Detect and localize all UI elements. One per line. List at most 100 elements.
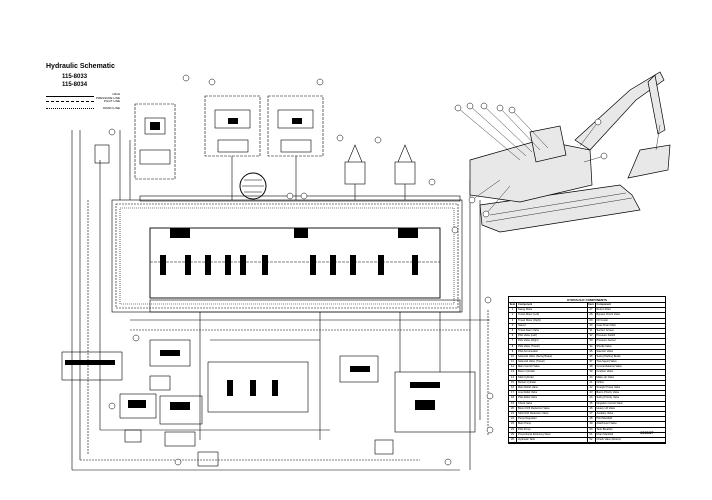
item-number: 13 <box>509 370 517 375</box>
component-name: Hydraulic Tank <box>518 437 535 441</box>
item-number: 17 <box>509 391 517 396</box>
legend-solid-line <box>46 95 94 97</box>
item-number: 25 <box>509 432 517 437</box>
component-name: Auxiliary Valve <box>596 411 614 415</box>
component-name: Pilot Valve (Travel) <box>518 344 540 348</box>
item-number: 31 <box>588 328 596 334</box>
component-name: Line Relief Valve <box>518 391 538 395</box>
component-name: Straight Travel Valve <box>596 386 621 389</box>
legend-dashed-line <box>46 100 94 102</box>
component-name: Negative Control Valve <box>596 401 623 405</box>
item-number: 39 <box>588 370 596 375</box>
component-name: Swing Motor <box>518 308 533 312</box>
item-number: 6 <box>509 334 517 339</box>
component-name: Make-Up Valve <box>596 375 615 379</box>
cab <box>529 125 567 163</box>
pump-group <box>207 361 309 413</box>
item-number: 10 <box>509 354 517 360</box>
component-name: Drain Manifold <box>596 432 614 436</box>
drain-manifold-loop <box>119 207 455 305</box>
component-name: Boom Cylinder <box>518 370 536 374</box>
component-name: Swivel <box>518 323 526 327</box>
schematic-title: Hydraulic Schematic <box>46 63 115 70</box>
item-number: 43 <box>588 391 596 396</box>
component-name: Main Relief Valve <box>518 386 538 389</box>
component-name: Travel Alarm Valve <box>518 328 540 332</box>
solenoid-block <box>149 339 191 367</box>
return-filter <box>197 451 219 467</box>
relief-block <box>159 395 203 425</box>
component-name: Pilot Valve (Right) <box>518 339 539 343</box>
travel-motor-left-box <box>204 95 261 157</box>
legend-drain: DRAIN LINE <box>46 106 120 110</box>
item-number: 33 <box>588 339 596 344</box>
component-name: Swing Priority Valve <box>596 396 620 400</box>
item-number: 22 <box>509 417 517 422</box>
legend-label: PILOT LINE <box>103 99 120 103</box>
swing-motor-box <box>134 103 176 180</box>
component-name: Travel Motor (Left) <box>518 313 540 317</box>
item-number: 28 <box>588 313 596 318</box>
component-name: Pilot Relief Valve <box>518 396 538 400</box>
part-number-2: 115-8034 <box>62 82 88 88</box>
item-number: 36 <box>588 354 596 360</box>
stick <box>647 74 666 135</box>
item-number: 19 <box>509 401 517 406</box>
component-name: Pilot Manifold <box>596 417 613 421</box>
component-name: Suction Screen <box>596 328 615 332</box>
selector-block <box>339 355 379 383</box>
component-name: Stick Cylinder <box>518 375 534 379</box>
item-number: 44 <box>588 396 596 401</box>
component-name: Selector Valve <box>596 349 614 353</box>
component-name: Boom Drift Reduction Valve <box>518 406 550 410</box>
bucket <box>627 144 671 179</box>
component-name: Swing Parking Brake <box>596 354 621 358</box>
item-number: 40 <box>588 375 596 380</box>
component-header: Component <box>518 303 533 306</box>
item-number: 23 <box>509 422 517 427</box>
item-number: 24 <box>509 427 517 432</box>
item-number: 52 <box>588 437 596 443</box>
item-number: 26 <box>509 437 517 443</box>
legend-label: HIGH PRESSURE LINE <box>96 92 121 100</box>
component-name: Tank Breather <box>596 427 613 431</box>
component-name: Solenoid Valve (Swing Brake) <box>518 354 553 358</box>
component-table-title: HYDRAULIC COMPONENTS <box>509 297 665 303</box>
table-header-row: Item Component <box>587 303 665 309</box>
table-header-row: Item Component <box>509 303 587 309</box>
item-number: 1 <box>509 308 517 313</box>
component-name: Orifice <box>596 380 605 384</box>
item-number: 50 <box>588 427 596 432</box>
